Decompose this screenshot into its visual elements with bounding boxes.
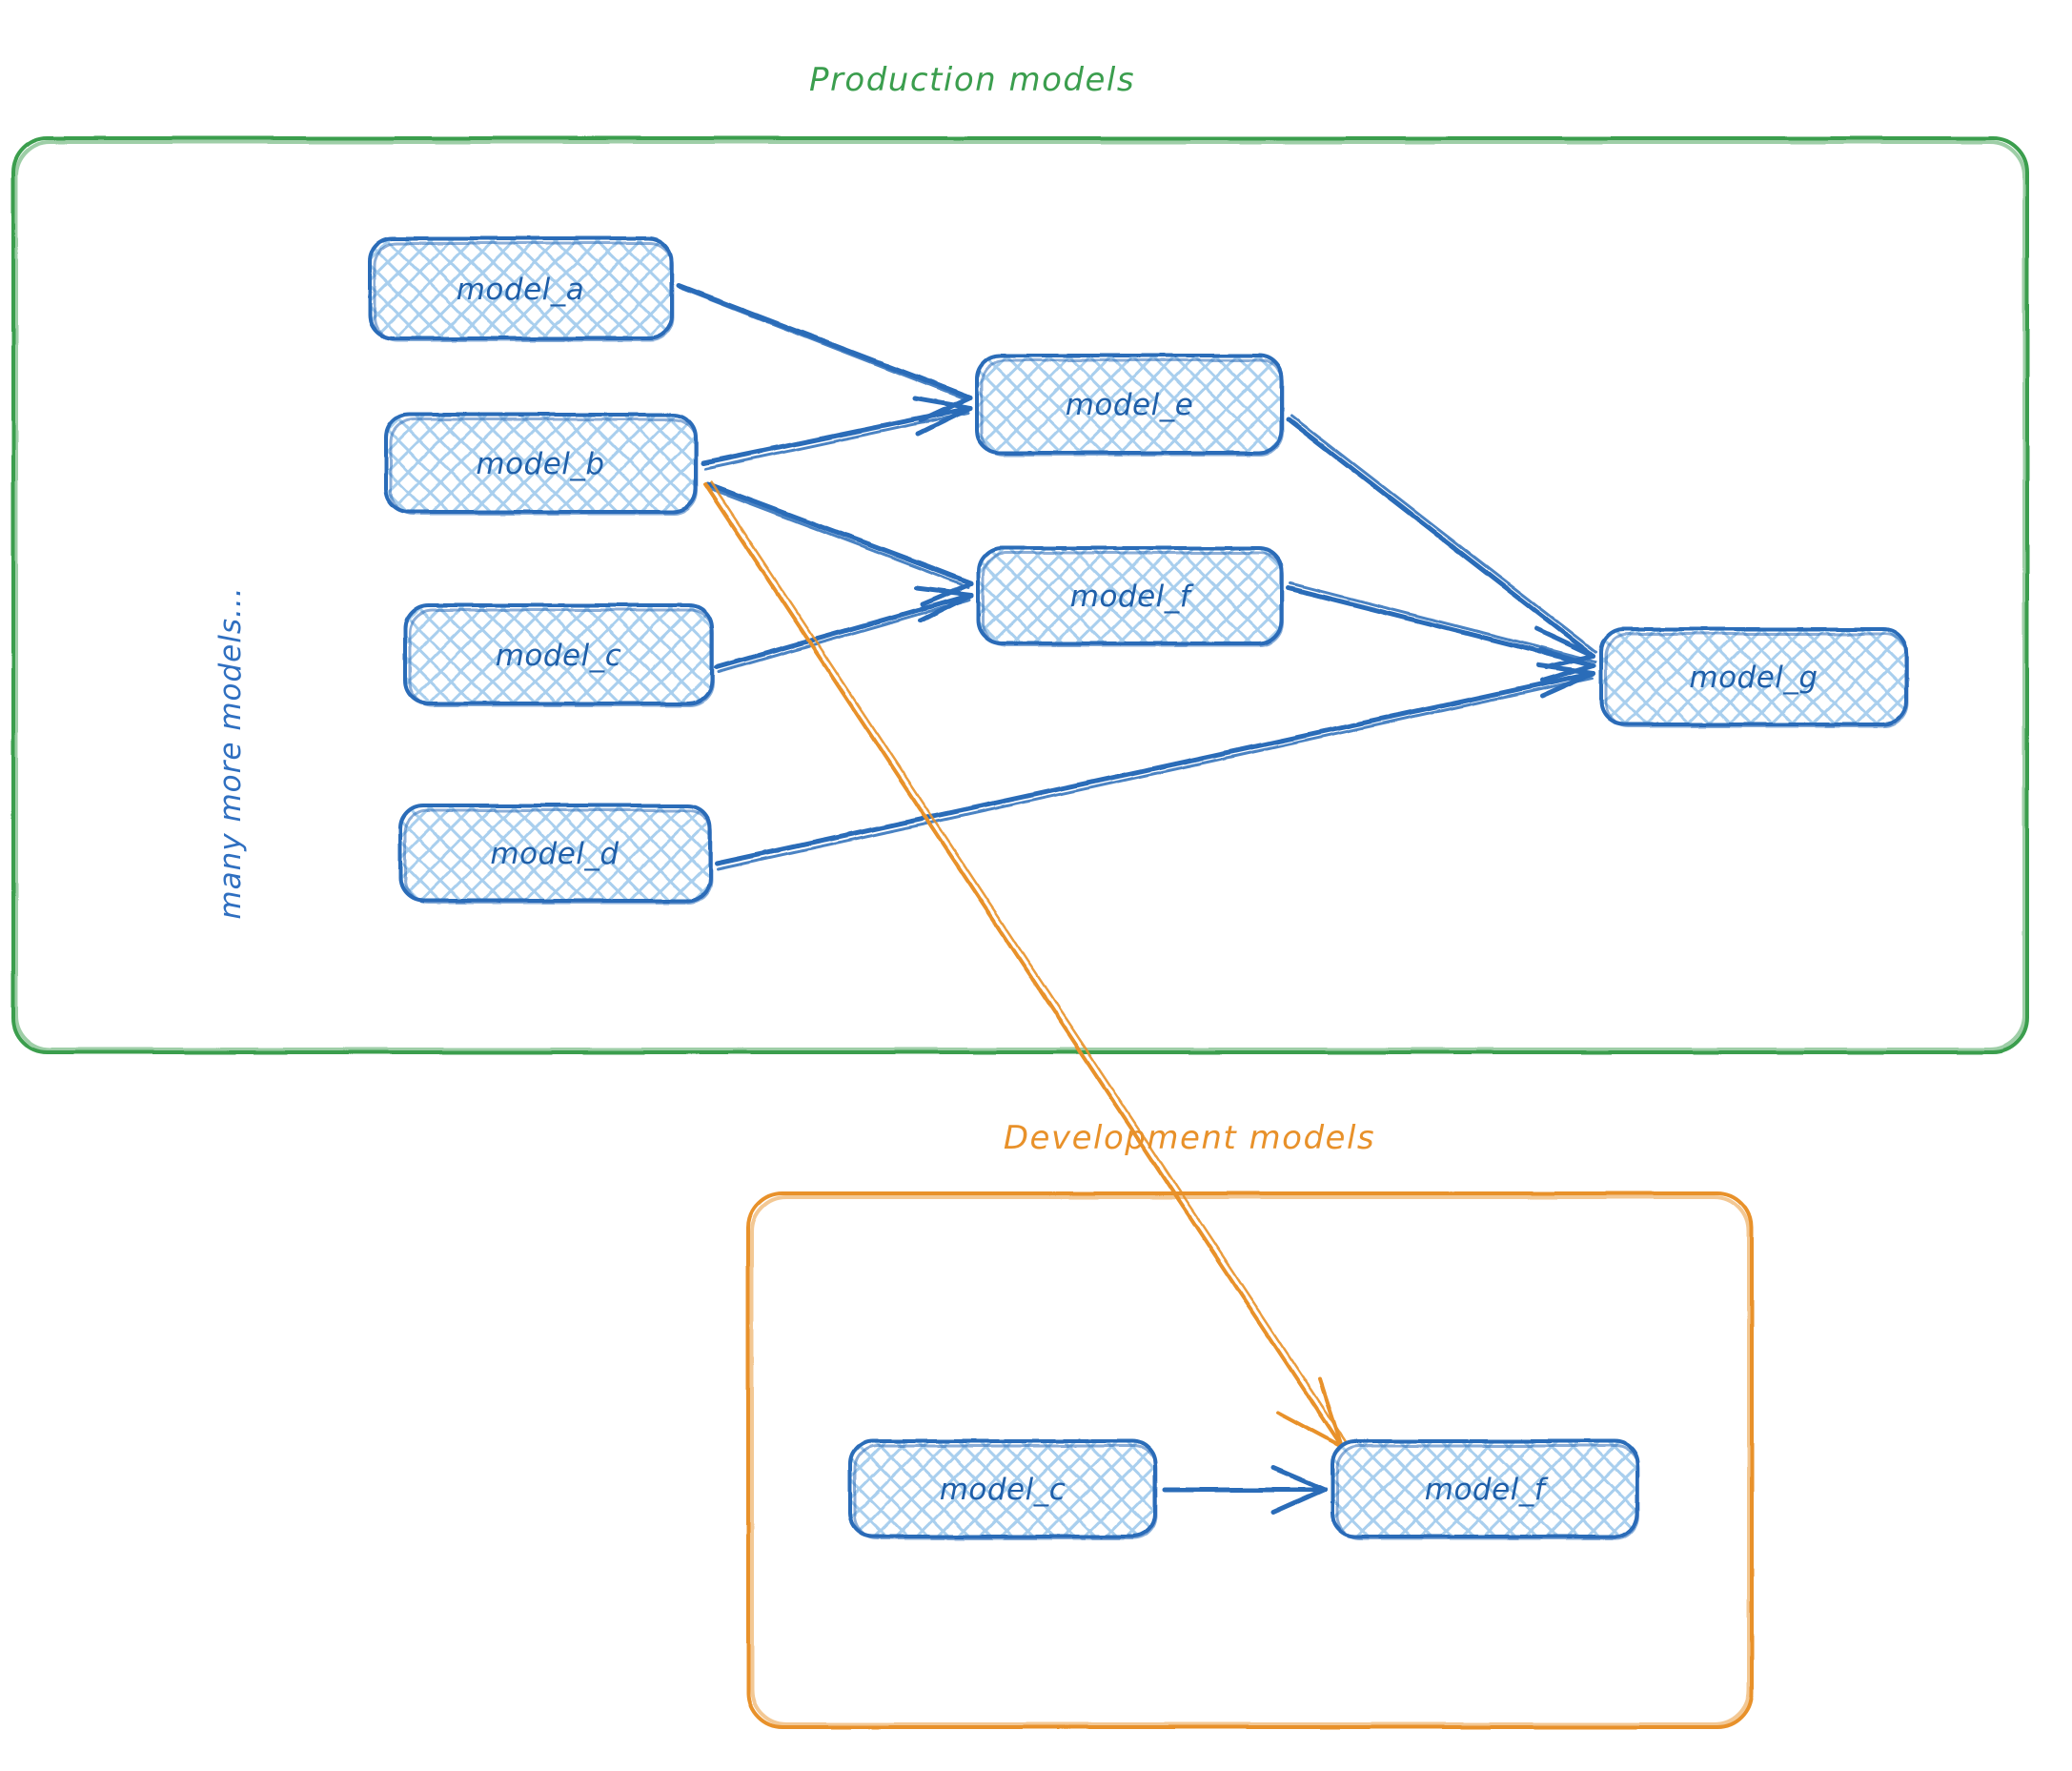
production-group-box [11, 136, 2029, 1054]
node-prod-model-b-label: model_b [476, 447, 604, 481]
node-prod-model-c-sketchline [408, 608, 715, 707]
node-prod-model-f-sketchline [982, 551, 1285, 647]
node-prod-model-a[interactable]: model_a [368, 236, 675, 342]
node-prod-model-f-label: model_f [1070, 580, 1194, 614]
node-prod-model-c-label: model_c [496, 639, 622, 673]
node-prod-model-d-label: model_d [490, 837, 619, 871]
node-dev-model-c-label: model_c [940, 1473, 1066, 1507]
many-more-models-note: many more models... [213, 586, 248, 919]
edge-d-to-g [714, 662, 1596, 871]
development-group-box [746, 1191, 1754, 1729]
node-prod-model-g-label: model_g [1689, 661, 1818, 695]
edge-f-to-g [1286, 581, 1597, 683]
production-group-label: Production models [809, 61, 1135, 99]
node-prod-model-e-sketchline [980, 358, 1285, 457]
node-dev-model-c-sketchline [853, 1444, 1158, 1540]
node-prod-model-g[interactable]: model_g [1599, 627, 1909, 728]
node-prod-model-e-label: model_e [1066, 388, 1194, 422]
node-prod-model-c[interactable]: model_c [403, 603, 715, 707]
edge-layer [676, 283, 1598, 1516]
node-prod-model-a-sketchline [373, 241, 675, 342]
node-dev-model-c[interactable]: model_c [848, 1439, 1158, 1540]
node-prod-model-d[interactable]: model_d [398, 804, 713, 905]
edge-c-to-f [714, 585, 975, 674]
node-prod-model-b[interactable]: model_b [384, 413, 699, 516]
edge-prodb-to-devf [703, 480, 1349, 1449]
group-container-development [746, 1191, 1754, 1729]
edge-devc-to-devf [1162, 1465, 1328, 1516]
group-container-production [11, 136, 2029, 1054]
node-dev-model-f-sketchline [1335, 1444, 1640, 1540]
edge-b-to-e [701, 396, 973, 471]
node-prod-model-f[interactable]: model_f [977, 546, 1285, 647]
node-prod-model-d-sketchline [403, 808, 713, 905]
node-dev-model-f[interactable]: model_f [1331, 1439, 1640, 1540]
development-group-label: Development models [1004, 1119, 1375, 1157]
node-prod-model-g-sketchline [1604, 632, 1909, 728]
node-prod-model-b-sketchline [389, 417, 699, 516]
node-prod-model-a-label: model_a [457, 273, 585, 307]
development-group-box-sketch [750, 1195, 1751, 1726]
node-dev-model-f-label: model_f [1425, 1473, 1549, 1507]
node-prod-model-e[interactable]: model_e [975, 354, 1285, 457]
production-group-box-sketch [14, 140, 2026, 1051]
